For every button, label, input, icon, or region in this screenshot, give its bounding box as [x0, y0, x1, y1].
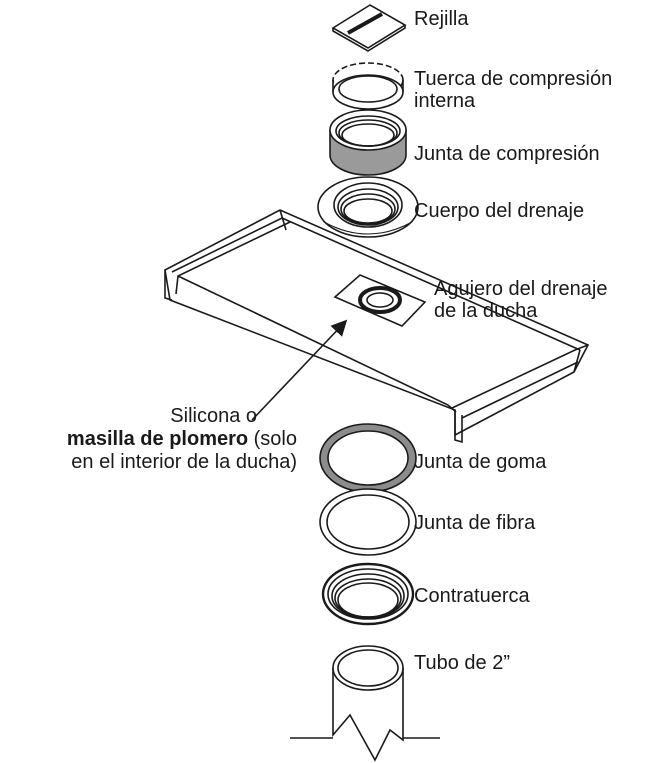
label-rubber-gasket: Junta de goma — [414, 451, 547, 473]
label-note-line1: Silicona o — [170, 405, 257, 427]
label-pipe: Tubo de 2” — [414, 652, 510, 674]
label-drain-hole-line1: Agujero del drenaje — [434, 278, 608, 300]
pipe — [290, 645, 440, 762]
fiber-gasket — [319, 488, 417, 556]
label-drain-body: Cuerpo del drenaje — [414, 200, 585, 222]
label-note-rest: (solo — [248, 428, 297, 450]
label-inner-nut-line2: interna — [414, 90, 476, 112]
sealant-arrow — [251, 319, 348, 421]
drain-body — [317, 176, 419, 238]
shower-pan — [164, 209, 590, 444]
label-note-line2: masilla de plomero (solo — [67, 428, 297, 451]
label-fiber-gasket: Junta de fibra — [414, 512, 536, 534]
drain-hole — [333, 274, 427, 327]
label-locknut: Contratuerca — [414, 585, 530, 607]
label-drain-hole-line2: de la ducha — [434, 300, 538, 322]
rubber-gasket — [319, 423, 417, 493]
locknut — [321, 562, 415, 626]
compression-gasket — [329, 109, 407, 176]
inner-compression-nut — [332, 62, 404, 110]
label-inner-nut-line1: Tuerca de compresión — [414, 68, 613, 90]
label-grate: Rejilla — [414, 8, 469, 30]
label-note-line3: en el interior de la ducha) — [71, 451, 297, 473]
label-note-bold: masilla de plomero — [66, 428, 249, 450]
grate — [331, 4, 407, 52]
label-compression-gasket: Junta de compresión — [414, 143, 600, 165]
